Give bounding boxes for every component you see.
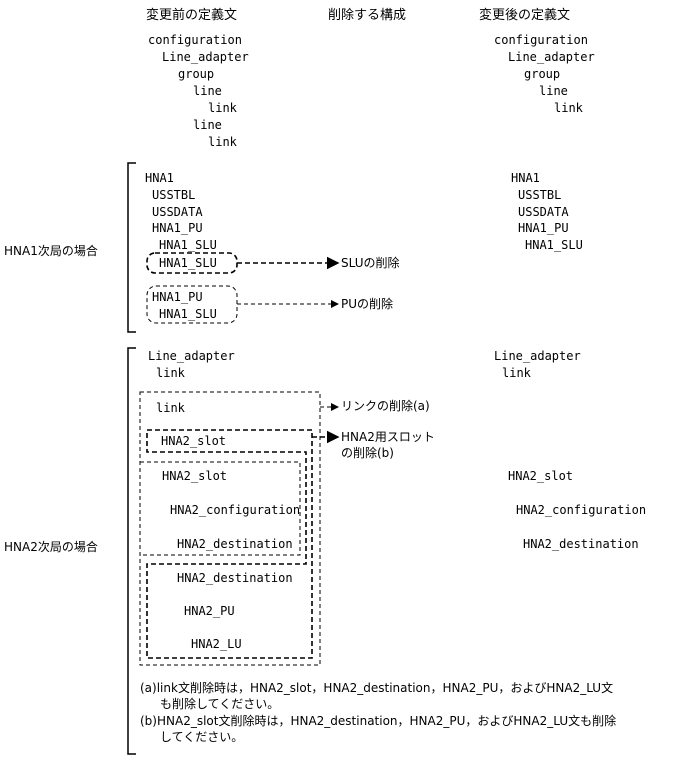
link-delete-label: リンクの削除(a): [341, 399, 430, 413]
hna2-inner-frame: [140, 461, 301, 556]
hna2-before-slot-1: HNA2_slot: [161, 434, 227, 448]
pu-delete-box: [146, 285, 238, 324]
hna1-before-slu-3: HNA1_SLU: [159, 307, 217, 321]
hna1-after-pu: HNA1_PU: [518, 221, 569, 235]
hna2-before-link-2: link: [156, 401, 185, 415]
hna2-after-line-adapter: Line_adapter: [494, 349, 581, 363]
top-before-line-1: line: [193, 84, 222, 98]
hna1-after-ussdata: USSDATA: [518, 205, 569, 219]
hna2-after-link: link: [502, 366, 531, 380]
hna1-section-label: HNA1次局の場合: [4, 244, 98, 258]
hna2-before-link-1: link: [156, 366, 185, 380]
note-a-line-2: も削除してください。: [160, 697, 280, 711]
hna1-before-usstbl: USSTBL: [152, 188, 196, 202]
link-delete-box: [139, 391, 321, 666]
top-after-group: group: [524, 67, 561, 81]
hna1-bracket: [127, 162, 136, 333]
slot-delete-label-2: の削除(b): [341, 446, 394, 460]
note-b-line-2: してください。: [160, 730, 244, 744]
hna2-section-label: HNA2次局の場合: [4, 540, 98, 554]
top-before-line-2: line: [193, 118, 222, 132]
hna1-after-hna1: HNA1: [511, 171, 540, 185]
pu-delete-label: PUの削除: [341, 297, 394, 311]
top-before-link-1: link: [208, 101, 237, 115]
top-before-link-2: link: [208, 135, 237, 149]
hna1-before-pu: HNA1_PU: [152, 221, 203, 235]
hna1-after-usstbl: USSTBL: [518, 188, 562, 202]
slot-delete-label-1: HNA2用スロット: [341, 430, 435, 444]
top-after-line-adapter: Line_adapter: [508, 50, 595, 64]
hna2-after-destination: HNA2_destination: [523, 537, 639, 551]
hna2-after-slot: HNA2_slot: [508, 469, 574, 483]
hna1-after-slu: HNA1_SLU: [525, 238, 583, 252]
hna2-before-line-adapter: Line_adapter: [148, 349, 235, 363]
hna2-bracket: [127, 347, 136, 755]
slot-delete-box: [146, 429, 313, 659]
top-after-configuration: configuration: [494, 33, 588, 47]
hna2-before-slot-2: HNA2_slot: [162, 469, 228, 483]
hna2-before-configuration: HNA2_configuration: [170, 503, 301, 517]
top-after-line: line: [539, 84, 568, 98]
note-a-line-1: (a)link文削除時は，HNA2_slot，HNA2_destination，…: [140, 681, 614, 695]
header-before: 変更前の定義文: [146, 8, 238, 23]
hna2-before-lu: HNA2_LU: [191, 637, 242, 651]
hna2-before-destination-1: HNA2_destination: [177, 537, 293, 551]
slu-delete-label: SLUの削除: [341, 256, 400, 270]
slu-delete-box: [146, 252, 238, 274]
hna1-before-ussdata: USSDATA: [152, 205, 203, 219]
hna2-before-destination-2: HNA2_destination: [177, 571, 293, 585]
top-after-link: link: [554, 101, 583, 115]
hna1-before-hna1: HNA1: [145, 171, 174, 185]
note-b-line-1: (b)HNA2_slot文削除時は，HNA2_destination，HNA2_…: [140, 714, 617, 728]
top-before-configuration: configuration: [148, 33, 242, 47]
top-before-group: group: [178, 67, 215, 81]
hna1-before-slu-2: HNA1_SLU: [159, 256, 217, 270]
hna1-before-pu-2: HNA1_PU: [152, 290, 203, 304]
hna2-after-configuration: HNA2_configuration: [516, 503, 647, 517]
hna1-before-slu-1: HNA1_SLU: [159, 238, 217, 252]
header-deleted: 削除する構成: [328, 8, 407, 23]
header-after: 変更後の定義文: [479, 8, 571, 23]
top-before-line-adapter: Line_adapter: [162, 50, 249, 64]
hna2-before-pu: HNA2_PU: [184, 604, 235, 618]
